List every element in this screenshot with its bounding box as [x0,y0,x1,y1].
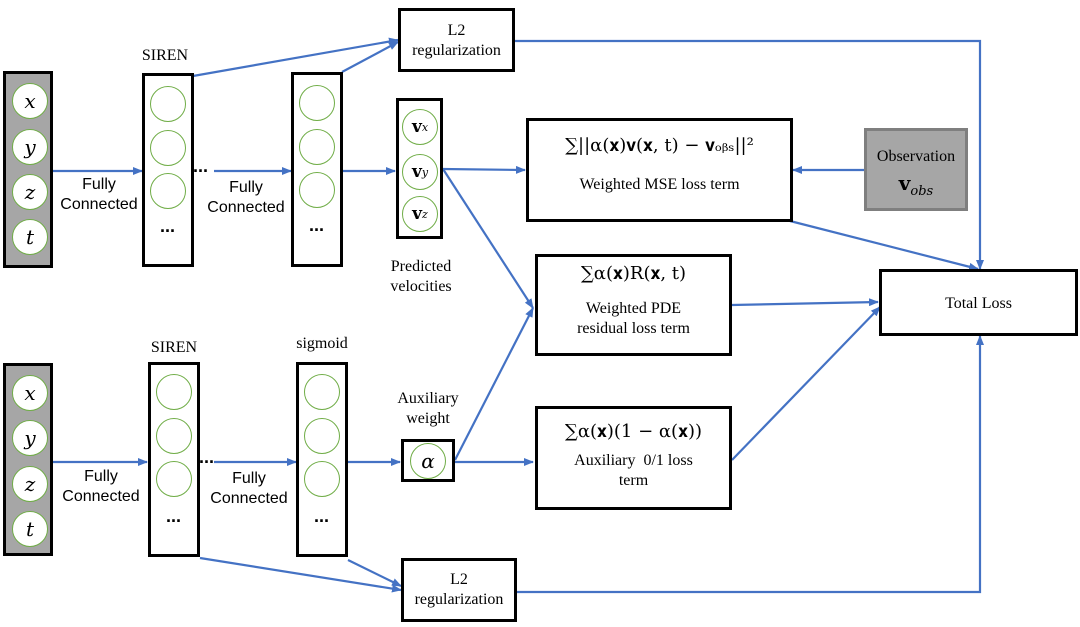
label-line: Connected [62,488,140,505]
observation-label: Observation [876,148,956,165]
aux-label: Auxiliary 0/1 loss term [538,451,729,491]
bottom-fully-connected-1: Fully Connected [56,467,146,507]
label-line: velocities [390,278,452,295]
input-node-t: t [12,511,48,547]
arrow-bottom-siren-to-l2 [199,556,402,593]
neuron-circle [150,130,186,166]
neuron-circle [304,461,340,497]
label-line: Connected [60,196,138,213]
label-line: Weighted PDE [585,300,682,317]
weighted-mse-loss-box: ∑||α(𝐱)𝐯(𝐱, t) − 𝐯ₒᵦₛ||² Weighted MSE lo… [526,118,793,222]
ellipsis: ... [160,216,176,236]
bottom-fully-connected-2: Fully Connected [206,469,292,509]
auxiliary-loss-box: ∑α(𝐱)(1 − α(𝐱)) Auxiliary 0/1 loss term [535,406,732,510]
label-line: term [618,472,649,489]
alpha-output-box: α [401,439,455,482]
label-line: regularization [414,591,504,608]
arrow-velocity-to-pde [442,168,534,309]
arrow-top-l2-to-total [515,39,984,270]
input-node-x: x [12,83,48,119]
predicted-velocities-label: Predicted velocities [375,257,467,297]
ellipsis: ... [314,506,330,526]
label-line: L2 [447,22,466,39]
ellipsis: ... [166,506,182,526]
top-fully-connected-2: Fully Connected [206,178,286,218]
label-line: Fully [229,179,263,196]
top-ellipsis-mid: ... [193,156,209,176]
label-line: Fully [232,470,266,487]
neuron-circle [299,129,335,165]
neuron-circle [150,173,186,209]
neuron-circle [156,461,192,497]
neuron-circle [304,374,340,410]
ellipsis: ... [309,215,325,235]
label-line: Connected [210,490,288,507]
input-node-z: z [12,174,48,210]
label-line: weight [406,410,450,427]
input-node-t: t [12,219,48,255]
mse-formula: ∑||α(𝐱)𝐯(𝐱, t) − 𝐯ₒᵦₛ||² [565,135,754,156]
total-loss-label: Total Loss [945,295,1012,312]
label-line: Auxiliary [397,390,459,407]
pde-formula: ∑α(𝐱)R(𝐱, t) [580,263,687,284]
bottom-l2-regularization-box: L2 regularization [401,558,517,622]
bottom-input-column: x y z t [3,363,53,556]
arrow-top-siren-to-l2 [192,37,399,78]
label-line: Auxiliary 0/1 loss [574,452,693,469]
neuron-circle [304,418,340,454]
bottom-ellipsis-mid: ... [199,447,215,467]
arrow-aux-to-total [731,306,881,461]
label-line: L2 [450,571,468,588]
bottom-siren-layer: ... [148,362,200,557]
label-line: residual loss term [577,320,690,337]
neuron-circle [299,172,335,208]
mse-label: Weighted MSE loss term [579,176,740,193]
total-loss-box: Total Loss [879,269,1078,336]
neuron-circle [150,86,186,122]
label-line: Fully [84,468,118,485]
input-node-y: y [12,129,48,165]
pde-label: Weighted PDE residual loss term [538,299,729,339]
l2-label: L2 regularization [404,570,514,610]
observation-box: Observation vobs [864,128,968,211]
l2-label: L2 regularization [401,21,512,61]
neuron-circle [156,418,192,454]
label-line: Predicted [390,258,452,275]
top-siren-label: SIREN [141,47,189,64]
alpha-node: α [410,443,446,479]
arrow-bottom-l2-to-total [517,335,984,594]
arrow-alpha-to-pde [454,307,534,461]
sigmoid-label: sigmoid [296,335,348,352]
arrow-mse-to-total [789,219,979,271]
input-node-x: x [12,375,48,411]
top-input-column: x y z t [3,71,53,268]
top-l2-regularization-box: L2 regularization [398,8,515,72]
aux-formula: ∑α(𝐱)(1 − α(𝐱)) [564,421,703,442]
arrow-velocity-to-mse [442,165,526,174]
input-node-y: y [12,420,48,456]
label-line: regularization [412,42,501,59]
neuron-circle [156,374,192,410]
observation-symbol: vobs [898,171,934,199]
auxiliary-weight-label: Auxiliary weight [386,389,470,429]
arrow-pde-to-total [731,298,879,307]
top-fully-connected-1: Fully Connected [54,175,144,215]
input-node-z: z [12,466,48,502]
label-line: Connected [207,199,285,216]
label-line: Fully [82,176,116,193]
top-hidden-layer: ... [291,72,343,267]
bottom-sigmoid-layer: ... [296,362,348,557]
weighted-pde-residual-loss-box: ∑α(𝐱)R(𝐱, t) Weighted PDE residual loss … [535,254,732,356]
arrow-top-hidden-to-l2 [341,41,399,73]
bottom-siren-label: SIREN [150,339,198,356]
top-siren-layer: ... [142,73,194,267]
neuron-circle [299,85,335,121]
arrow-bottom-hidden-to-l2 [347,559,402,587]
